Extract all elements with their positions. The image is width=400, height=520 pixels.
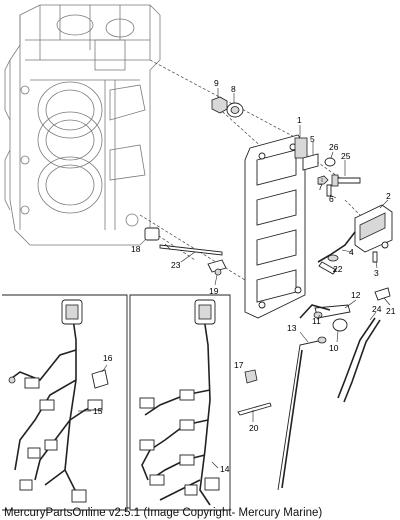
copyright-caption: MercuryPartsOnline v2.5.1 (Image Copyrig… [4, 507, 322, 519]
engine-block [4, 4, 161, 246]
callout-22: 22 [333, 264, 343, 274]
leader-lines [78, 88, 391, 469]
callout-2: 2 [386, 191, 391, 201]
callout-6: 6 [329, 194, 334, 204]
callout-15: 15 [93, 406, 103, 416]
callout-23: 23 [171, 260, 181, 270]
callout-19: 19 [209, 286, 219, 296]
callout-16: 16 [103, 353, 113, 363]
callout-labels: 1 2 3 4 5 6 7 8 9 10 11 12 13 14 15 16 1… [93, 78, 396, 474]
harness-box-left [2, 294, 128, 511]
hardware-parts [91, 96, 393, 491]
callout-18: 18 [131, 244, 141, 254]
callout-1: 1 [297, 115, 302, 125]
callout-25: 25 [341, 151, 351, 161]
callout-20: 20 [249, 423, 259, 433]
callout-17: 17 [234, 360, 244, 370]
callout-3: 3 [374, 268, 379, 278]
callout-13: 13 [287, 323, 297, 333]
harness-box-right [129, 294, 231, 511]
callout-4: 4 [349, 247, 354, 257]
callout-10: 10 [329, 343, 339, 353]
callout-11: 11 [312, 316, 321, 326]
callout-26: 26 [329, 142, 339, 152]
callout-8: 8 [231, 84, 236, 94]
callout-12: 12 [351, 290, 361, 300]
callout-5: 5 [310, 134, 315, 144]
callout-9: 9 [214, 78, 219, 88]
callout-24: 24 [372, 304, 382, 314]
callout-14: 14 [220, 464, 230, 474]
callout-21: 21 [386, 306, 396, 316]
callout-7: 7 [318, 182, 323, 192]
mounting-bracket [244, 134, 308, 319]
